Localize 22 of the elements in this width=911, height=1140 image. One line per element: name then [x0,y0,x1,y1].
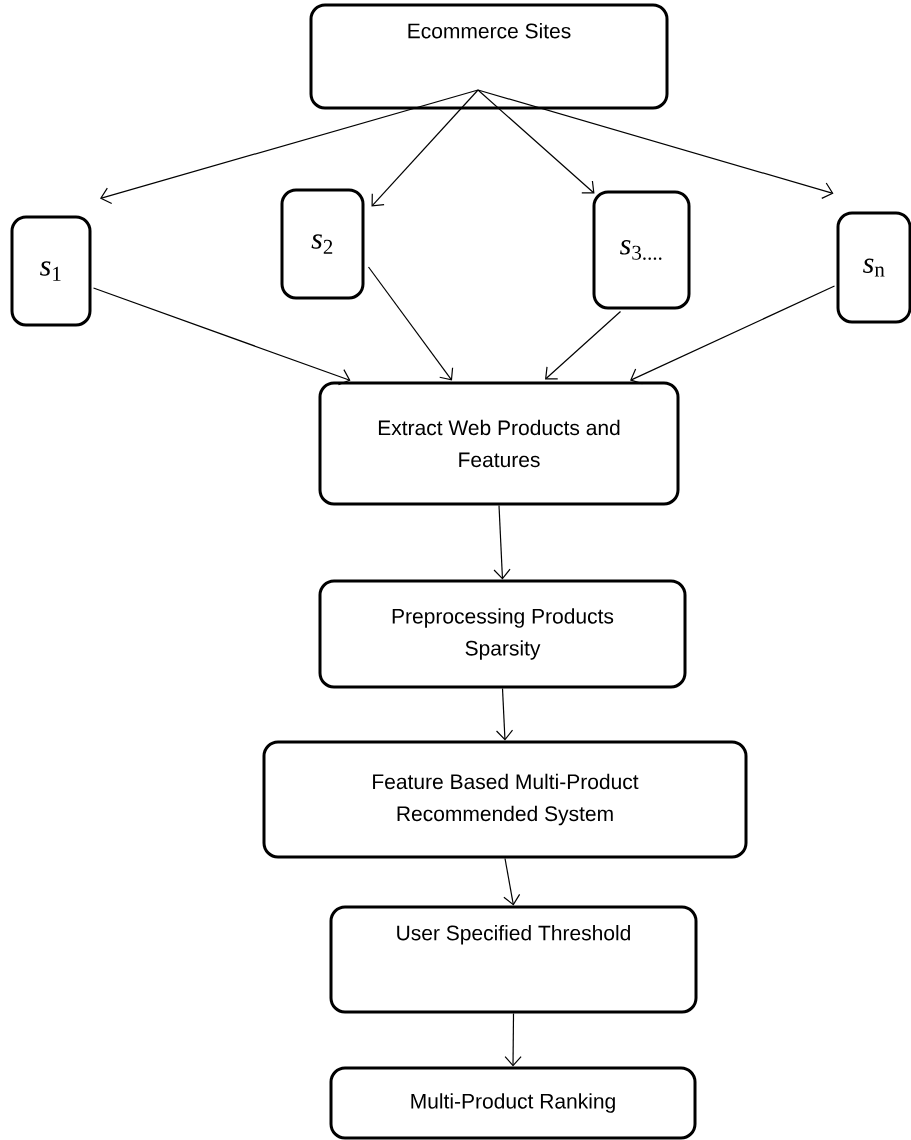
site-box: s$_{2}$ [280,188,365,300]
site-box: s$_{1}$ [10,215,92,327]
arrow [504,1012,522,1067]
arrow [545,310,622,380]
process-box: Ecommerce Sites [309,3,669,110]
arrow [477,89,834,199]
process-box: Multi-Product Ranking [329,1066,697,1140]
arrow [493,504,511,580]
process-box: Preprocessing Products Sparsity [318,579,687,689]
arrow [371,89,479,207]
process-box: User Specified Threshold [329,905,698,1014]
site-box: s$_{3....}$ [592,190,691,310]
process-box: Feature Based Multi-Product Recommended System [262,740,748,859]
site-box: s$_{n}$ [836,211,911,324]
process-box: Extract Web Products and Features [318,381,680,506]
arrow [495,687,514,741]
arrow [477,89,595,194]
arrow [92,287,351,386]
arrow [503,857,521,906]
arrow [100,89,479,205]
arrow [367,266,454,381]
arrow [630,285,836,385]
